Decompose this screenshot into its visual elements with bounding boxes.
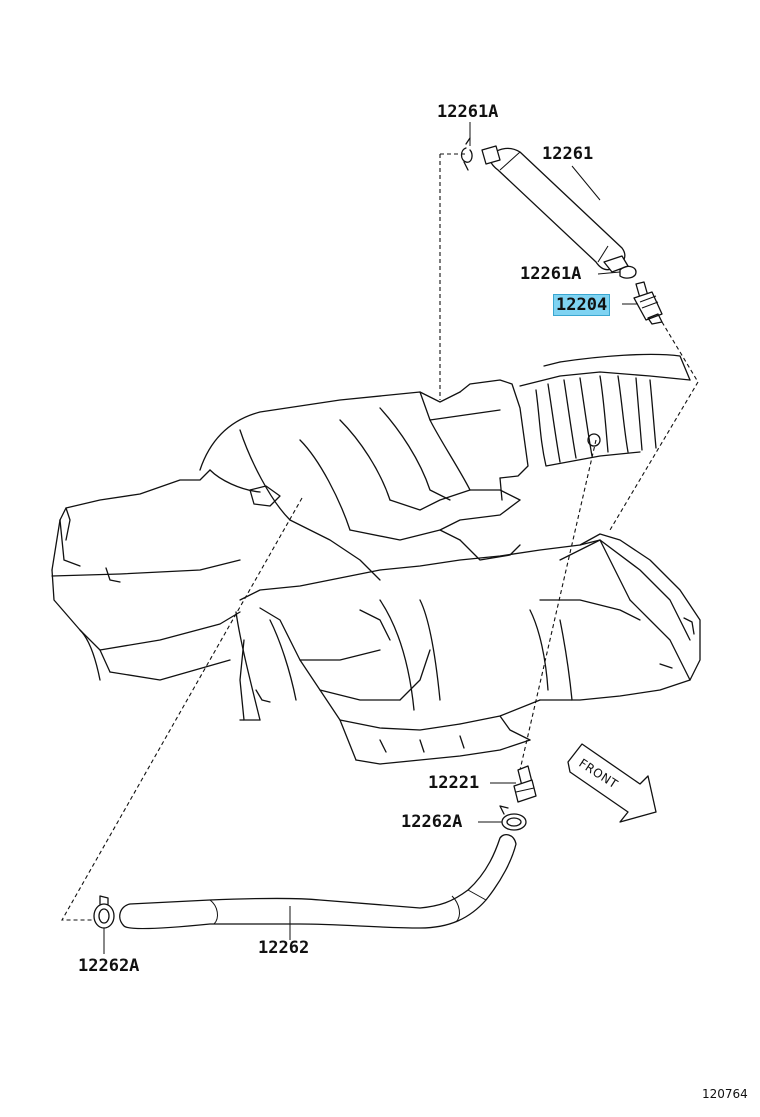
clip-12261a-mid[interactable]	[619, 265, 637, 279]
label-12262a-right[interactable]: 12262A	[401, 812, 463, 832]
label-12204-highlighted[interactable]: 12204	[553, 294, 611, 316]
label-12262a-left[interactable]: 12262A	[78, 956, 140, 976]
label-12261a-top[interactable]: 12261A	[437, 102, 499, 122]
label-12261[interactable]: 12261	[542, 144, 594, 164]
clamp-12262a-left[interactable]	[93, 895, 115, 929]
union-12221[interactable]	[513, 765, 537, 803]
label-12221[interactable]: 12221	[428, 773, 480, 793]
clip-12261a-top[interactable]	[460, 137, 473, 171]
label-12261a-mid[interactable]: 12261A	[520, 264, 582, 284]
hose-12262[interactable]	[119, 833, 517, 930]
engine-block	[51, 353, 701, 765]
hose-12261[interactable]	[481, 145, 629, 273]
label-12262[interactable]: 12262	[258, 938, 310, 958]
clamp-12262a-right[interactable]	[499, 805, 527, 831]
diagram-code: 120764	[702, 1087, 748, 1101]
pcv-valve-12204[interactable]	[633, 281, 663, 325]
front-arrow-icon	[567, 743, 657, 823]
